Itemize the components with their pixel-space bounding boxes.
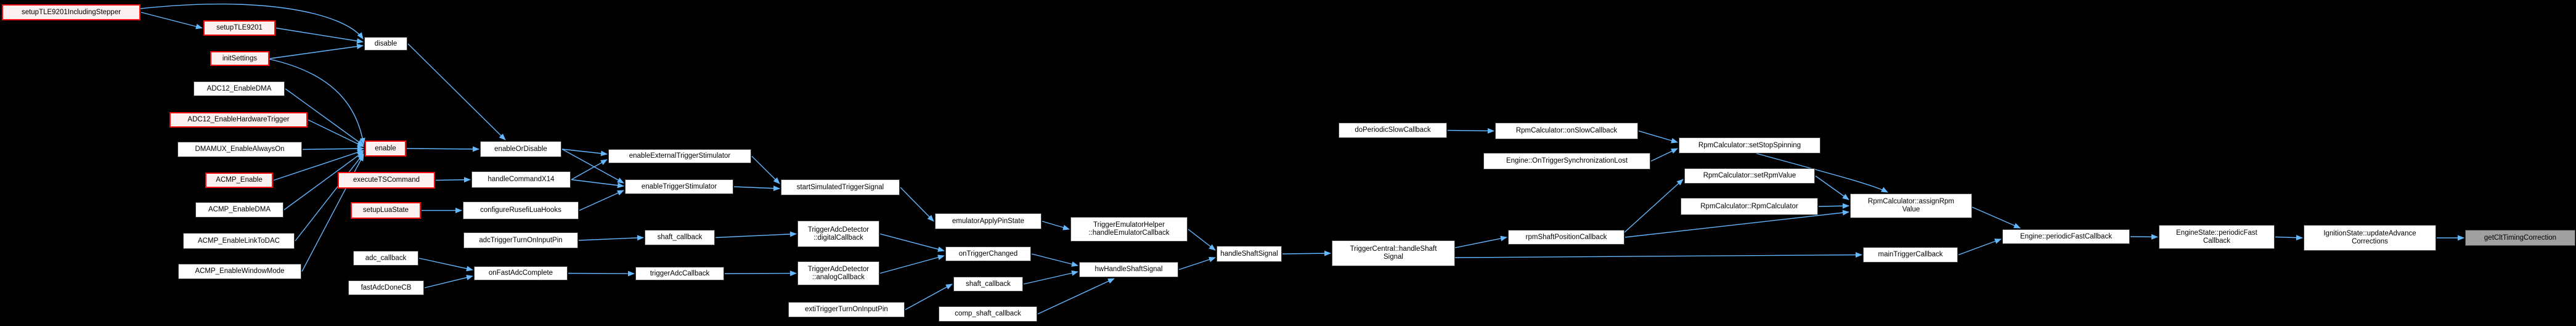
graph-node-rpmcalculator-setstopspinning[interactable]: RpmCalculator::setStopSpinning: [1679, 137, 1820, 153]
edge-n1-n2: [141, 12, 203, 30]
edge-n24-n27: [715, 231, 797, 238]
edge-n42-n45: [1756, 153, 1888, 193]
edge-n31-n35: [1031, 253, 1078, 267]
graph-node-adc-callback[interactable]: adc_callback: [353, 251, 418, 266]
graph-node-rpmshaftpositioncallback[interactable]: rpmShaftPositionCallback: [1508, 230, 1624, 245]
edge-n26-n30: [900, 187, 934, 222]
graph-node-adc12-enablehardwaretrigger[interactable]: ADC12_EnableHardwareTrigger: [169, 112, 308, 128]
graph-node-enabletriggerstimulator[interactable]: enableTriggerStimulator: [625, 179, 733, 194]
edge-n38-n43: [1624, 179, 1684, 233]
edge-n41-n42: [1650, 148, 1678, 162]
graph-node-dmamux-enablealwayson[interactable]: DMAMUX_EnableAlwaysOn: [177, 142, 302, 157]
graph-node-engine-periodicfastcallback[interactable]: Engine::periodicFastCallback: [2002, 229, 2130, 244]
graph-node-setupluastate[interactable]: setupLuaState: [351, 202, 421, 219]
edge-n5-n12: [308, 119, 364, 147]
graph-node-triggeradcdetector-digitalcallback[interactable]: TriggerAdcDetector ::digitalCallback: [797, 221, 879, 247]
graph-node-acmp-enablelinktodac[interactable]: ACMP_EnableLinkToDAC: [183, 233, 295, 249]
edge-n3-n11: [269, 43, 364, 59]
edge-n13-n18: [435, 177, 471, 183]
graph-node-initsettings[interactable]: initSettings: [210, 51, 269, 66]
edge-n46-n47: [1958, 238, 2002, 256]
graph-node-triggeradccallback[interactable]: triggerAdcCallback: [635, 267, 724, 280]
graph-node-handlecommandx14[interactable]: handleCommandX14: [471, 171, 571, 188]
graph-node-triggercentral-handleshaft-signal[interactable]: TriggerCentral::handleShaft Signal: [1332, 240, 1455, 266]
graph-node-shaft-callback[interactable]: shaft_callback: [953, 277, 1023, 291]
edge-n34-n36: [1188, 229, 1216, 251]
edge-n33-n35: [1037, 278, 1115, 315]
graph-node-fastadcdonecb[interactable]: fastAdcDoneCB: [348, 280, 424, 295]
edge-n29-n32: [905, 283, 953, 311]
graph-node-triggeremulatorhelper-handleemulatorcallback[interactable]: TriggerEmulatorHelper ::handleEmulatorCa…: [1070, 217, 1188, 242]
edge-n4-n12: [285, 88, 364, 146]
graph-node-executetscommand[interactable]: executeTSCommand: [338, 172, 435, 189]
graph-node-enginestate-periodicfast-callback[interactable]: EngineState::periodicFast Callback: [2159, 225, 2275, 249]
edge-n1-n11: [140, 3, 364, 39]
graph-node-ignitionstate-updateadvance-corrections[interactable]: IgnitionState::updateAdvance Corrections: [2304, 225, 2436, 251]
graph-node-rpmcalculator-rpmcalculator[interactable]: RpmCalculator::RpmCalculator: [1681, 198, 1818, 215]
graph-node-adc12-enabledma[interactable]: ADC12_EnableDMA: [194, 81, 285, 96]
graph-node-acmp-enablewindowmode[interactable]: ACMP_EnableWindowMode: [178, 264, 301, 279]
graph-node-emulatorapplypinstate[interactable]: emulatorApplyPinState: [935, 213, 1041, 229]
edge-n40-n42: [1638, 130, 1678, 144]
edge-n7-n12: [273, 149, 364, 181]
graph-node-adctriggerturnoninputpin[interactable]: adcTriggerTurnOnInputPin: [463, 232, 578, 248]
edge-n38-n45: [1624, 210, 1849, 238]
edge-n6-n12: [302, 145, 364, 152]
edge-n32-n35: [1023, 270, 1078, 285]
edge-n11-n17: [407, 43, 506, 141]
graph-node-enableexternaltriggerstimulator[interactable]: enableExternalTriggerStimulator: [608, 149, 751, 163]
edge-n28-n31: [879, 255, 945, 274]
graph-node-disable[interactable]: disable: [364, 37, 407, 51]
graph-node-onfastadccomplete[interactable]: onFastAdcComplete: [474, 266, 568, 280]
edge-n36-n37: [1282, 250, 1331, 256]
graph-node-ontriggerchanged[interactable]: onTriggerChanged: [945, 247, 1031, 261]
graph-node-rpmcalculator-setrpmvalue[interactable]: RpmCalculator::setRpmValue: [1684, 168, 1815, 184]
graph-node-acmp-enable[interactable]: ACMP_Enable: [205, 173, 273, 188]
graph-node-rpmcalculator-onslowcallback[interactable]: RpmCalculator::onSlowCallback: [1495, 123, 1638, 139]
graph-node-shaft-callback[interactable]: shaft_callback: [645, 230, 715, 245]
edge-n23-n26: [733, 185, 780, 192]
graph-node-extitriggerturnoninputpin[interactable]: extiTriggerTurnOnInputPin: [788, 302, 905, 317]
graph-node-acmp-enabledma[interactable]: ACMP_EnableDMA: [195, 202, 283, 218]
graph-node-triggeradcdetector-analogcallback[interactable]: TriggerAdcDetector ::analogCallback: [797, 261, 879, 285]
graph-node-enable[interactable]: enable: [365, 141, 406, 157]
graph-node-handleshaftsignal[interactable]: handleShaftSignal: [1217, 246, 1282, 262]
graph-node-doperiodicslowcallback[interactable]: doPeriodicSlowCallback: [1339, 123, 1447, 138]
edge-n19-n23: [579, 190, 624, 211]
graph-node-setuptle9201includingstepper[interactable]: setupTLE9201IncludingStepper: [2, 4, 141, 20]
edge-n18-n23: [571, 179, 624, 189]
edge-n48-n49: [2275, 235, 2303, 241]
edge-n20-n24: [578, 235, 644, 241]
edge-n37-n38: [1454, 235, 1507, 248]
graph-node-getclttimingcorrection: getCltTimingCorrection: [2465, 230, 2575, 246]
graph-node-maintriggercallback[interactable]: mainTriggerCallback: [1863, 247, 1958, 263]
edge-n45-n47: [1971, 206, 2021, 229]
edge-n27-n31: [879, 233, 945, 252]
graph-node-rpmcalculator-assignrpm-value[interactable]: RpmCalculator::assignRpm Value: [1850, 194, 1972, 218]
edge-n17-n22: [561, 149, 608, 157]
graph-node-hwhandleshaftsignal[interactable]: hwHandleShaftSignal: [1079, 262, 1178, 277]
edge-n43-n45: [1815, 175, 1849, 200]
graph-node-configurerusefiluahooks[interactable]: configureRusefiLuaHooks: [463, 202, 579, 219]
edge-n18-n22: [571, 159, 608, 181]
graph-node-comp-shaft-callback[interactable]: comp_shaft_callback: [939, 306, 1037, 322]
edge-n15-n21: [418, 258, 473, 272]
edge-n17-n23: [561, 149, 624, 184]
edge-n30-n34: [1041, 221, 1070, 230]
edge-n8-n12: [283, 151, 364, 211]
graph-node-engine-ontriggersynchronizationlost[interactable]: Engine::OnTriggerSynchronizationLost: [1483, 153, 1650, 169]
edge-n22-n26: [751, 156, 780, 184]
edge-n9-n12: [295, 153, 364, 242]
edge-n37-n46: [1454, 252, 1862, 258]
edge-n2-n11: [275, 27, 364, 44]
edge-n3-n12: [269, 59, 365, 145]
graph-node-startsimulatedtriggersignal[interactable]: startSimulatedTriggerSignal: [781, 179, 900, 195]
edge-n35-n36: [1178, 256, 1216, 271]
edge-n16-n21: [424, 274, 473, 288]
graph-node-enableordisable[interactable]: enableOrDisable: [480, 141, 561, 157]
graph-node-setuptle9201[interactable]: setupTLE9201: [203, 20, 275, 36]
